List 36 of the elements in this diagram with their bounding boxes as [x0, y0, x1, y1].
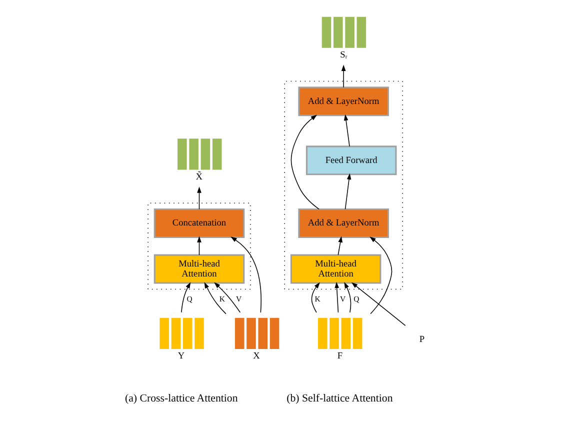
- edge-label: V: [236, 294, 242, 304]
- node-label: Sᵣ: [340, 50, 348, 61]
- node-box: Multi-head Attention: [290, 254, 382, 284]
- arrow: [338, 236, 343, 256]
- node-label: X̃: [196, 172, 202, 182]
- arrow: [370, 236, 392, 314]
- arrow: [214, 282, 241, 313]
- node-box: Add & LayerNorm: [298, 208, 389, 238]
- edge-label: V: [340, 294, 346, 304]
- arrow: [230, 236, 262, 313]
- arrow: [197, 186, 202, 210]
- arrow: [341, 64, 346, 88]
- edge-label: K: [219, 294, 225, 304]
- arrow: [311, 282, 320, 313]
- label: (b) Self-lattice Attention: [286, 392, 393, 404]
- arrow: [344, 282, 352, 313]
- arrow: [290, 114, 320, 210]
- node-box: Feed Forward: [306, 146, 397, 176]
- arrow: [351, 282, 406, 326]
- label: (a) Cross-lattice Attention: [125, 392, 238, 404]
- node-label: X: [253, 352, 260, 362]
- arrow: [344, 114, 350, 147]
- node-box: Multi-head Attention: [154, 254, 245, 284]
- arrow: [181, 282, 191, 313]
- edge-label: Q: [186, 294, 192, 304]
- node-box: Add & LayerNorm: [298, 86, 389, 116]
- node-label: Y: [178, 352, 185, 362]
- edge-label: K: [314, 294, 320, 304]
- node-text: P: [419, 335, 425, 346]
- arrow: [197, 236, 202, 256]
- arrow: [204, 282, 226, 314]
- arrow: [334, 282, 340, 313]
- arrow: [344, 173, 352, 210]
- node-box: Concatenation: [154, 208, 245, 238]
- node-label: F: [337, 352, 343, 362]
- edge-label: Q: [354, 294, 360, 304]
